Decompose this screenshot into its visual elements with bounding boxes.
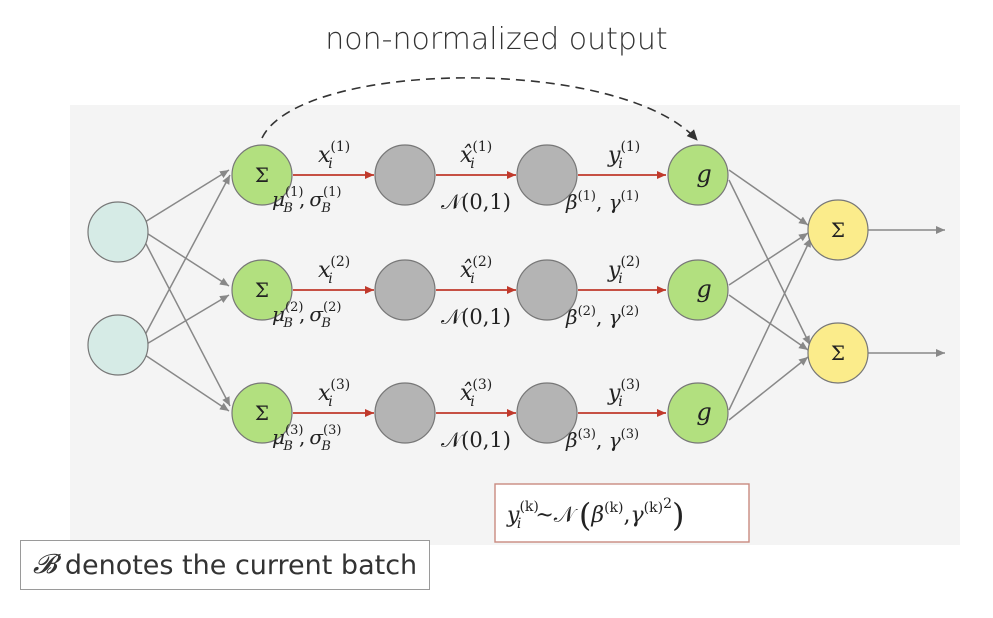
batch-stats-label-3: μ(3)B,σ(3)B bbox=[272, 423, 341, 454]
skip-connection-title: non-normalized output bbox=[325, 22, 668, 57]
xhat-label-3: x̂(3)i bbox=[460, 377, 492, 410]
activation-node-3 bbox=[667, 382, 729, 444]
gamma-beta-label-2: β(2), γ(2) bbox=[565, 304, 639, 329]
output-edges bbox=[728, 169, 812, 421]
x-label-2: x(2)i bbox=[318, 254, 350, 287]
final-output-arrows bbox=[868, 226, 945, 357]
input-node-1 bbox=[87, 201, 149, 263]
sum-node-3 bbox=[231, 382, 293, 444]
activation-symbol-2: g bbox=[696, 275, 711, 303]
output-sum-node-1 bbox=[807, 199, 869, 261]
activation-node-1 bbox=[667, 144, 729, 206]
input-edges bbox=[144, 169, 231, 412]
normalize-node-2 bbox=[374, 259, 436, 321]
batch-stats-label-1: μ(1)B,σ(1)B bbox=[272, 185, 341, 216]
normalize-node-1 bbox=[374, 144, 436, 206]
sum-symbol-3: Σ bbox=[255, 401, 269, 425]
xhat-label-2: x̂(2)i bbox=[460, 254, 492, 287]
skip-connection-arrow bbox=[261, 77, 698, 141]
row-edges bbox=[293, 171, 666, 417]
batch-symbol: 𝓑 bbox=[33, 549, 57, 580]
y-label-3: y(3)i bbox=[607, 377, 640, 410]
scale-shift-node-2 bbox=[516, 259, 578, 321]
normal-label-3: 𝒩(0,1) bbox=[441, 428, 511, 452]
scale-shift-node-1 bbox=[516, 144, 578, 206]
sum-symbol-2: Σ bbox=[255, 278, 269, 302]
input-node-2 bbox=[87, 314, 149, 376]
batch-caption-text: denotes the current batch bbox=[64, 549, 418, 581]
activation-symbol-3: g bbox=[696, 398, 711, 426]
normal-label-1: 𝒩(0,1) bbox=[441, 190, 511, 214]
x-label-3: x(3)i bbox=[318, 377, 350, 410]
sum-symbol-1: Σ bbox=[255, 163, 269, 187]
output-sum-symbol-1: Σ bbox=[831, 218, 845, 242]
output-sum-symbol-2: Σ bbox=[831, 341, 845, 365]
sum-node-2 bbox=[231, 259, 293, 321]
activation-symbol-1: g bbox=[696, 160, 711, 188]
sum-node-1 bbox=[231, 144, 293, 206]
formula-box bbox=[494, 483, 750, 543]
x-label-1: x(1)i bbox=[318, 139, 350, 172]
normal-label-2: 𝒩(0,1) bbox=[441, 305, 511, 329]
scale-shift-node-3 bbox=[516, 382, 578, 444]
xhat-label-1: x̂(1)i bbox=[460, 139, 492, 172]
y-label-1: y(1)i bbox=[607, 139, 640, 172]
gamma-beta-label-1: β(1), γ(1) bbox=[565, 189, 639, 214]
batch-stats-label-2: μ(2)B,σ(2)B bbox=[272, 300, 341, 331]
output-sum-node-2 bbox=[807, 322, 869, 384]
batch-caption: 𝓑 denotes the current batch bbox=[20, 540, 430, 590]
activation-node-2 bbox=[667, 259, 729, 321]
gamma-beta-label-3: β(3), γ(3) bbox=[565, 427, 639, 452]
formula-text: y(k)i~𝒩(β(k),γ(k)2) bbox=[506, 496, 684, 534]
y-label-2: y(2)i bbox=[607, 254, 640, 287]
normalize-node-3 bbox=[374, 382, 436, 444]
